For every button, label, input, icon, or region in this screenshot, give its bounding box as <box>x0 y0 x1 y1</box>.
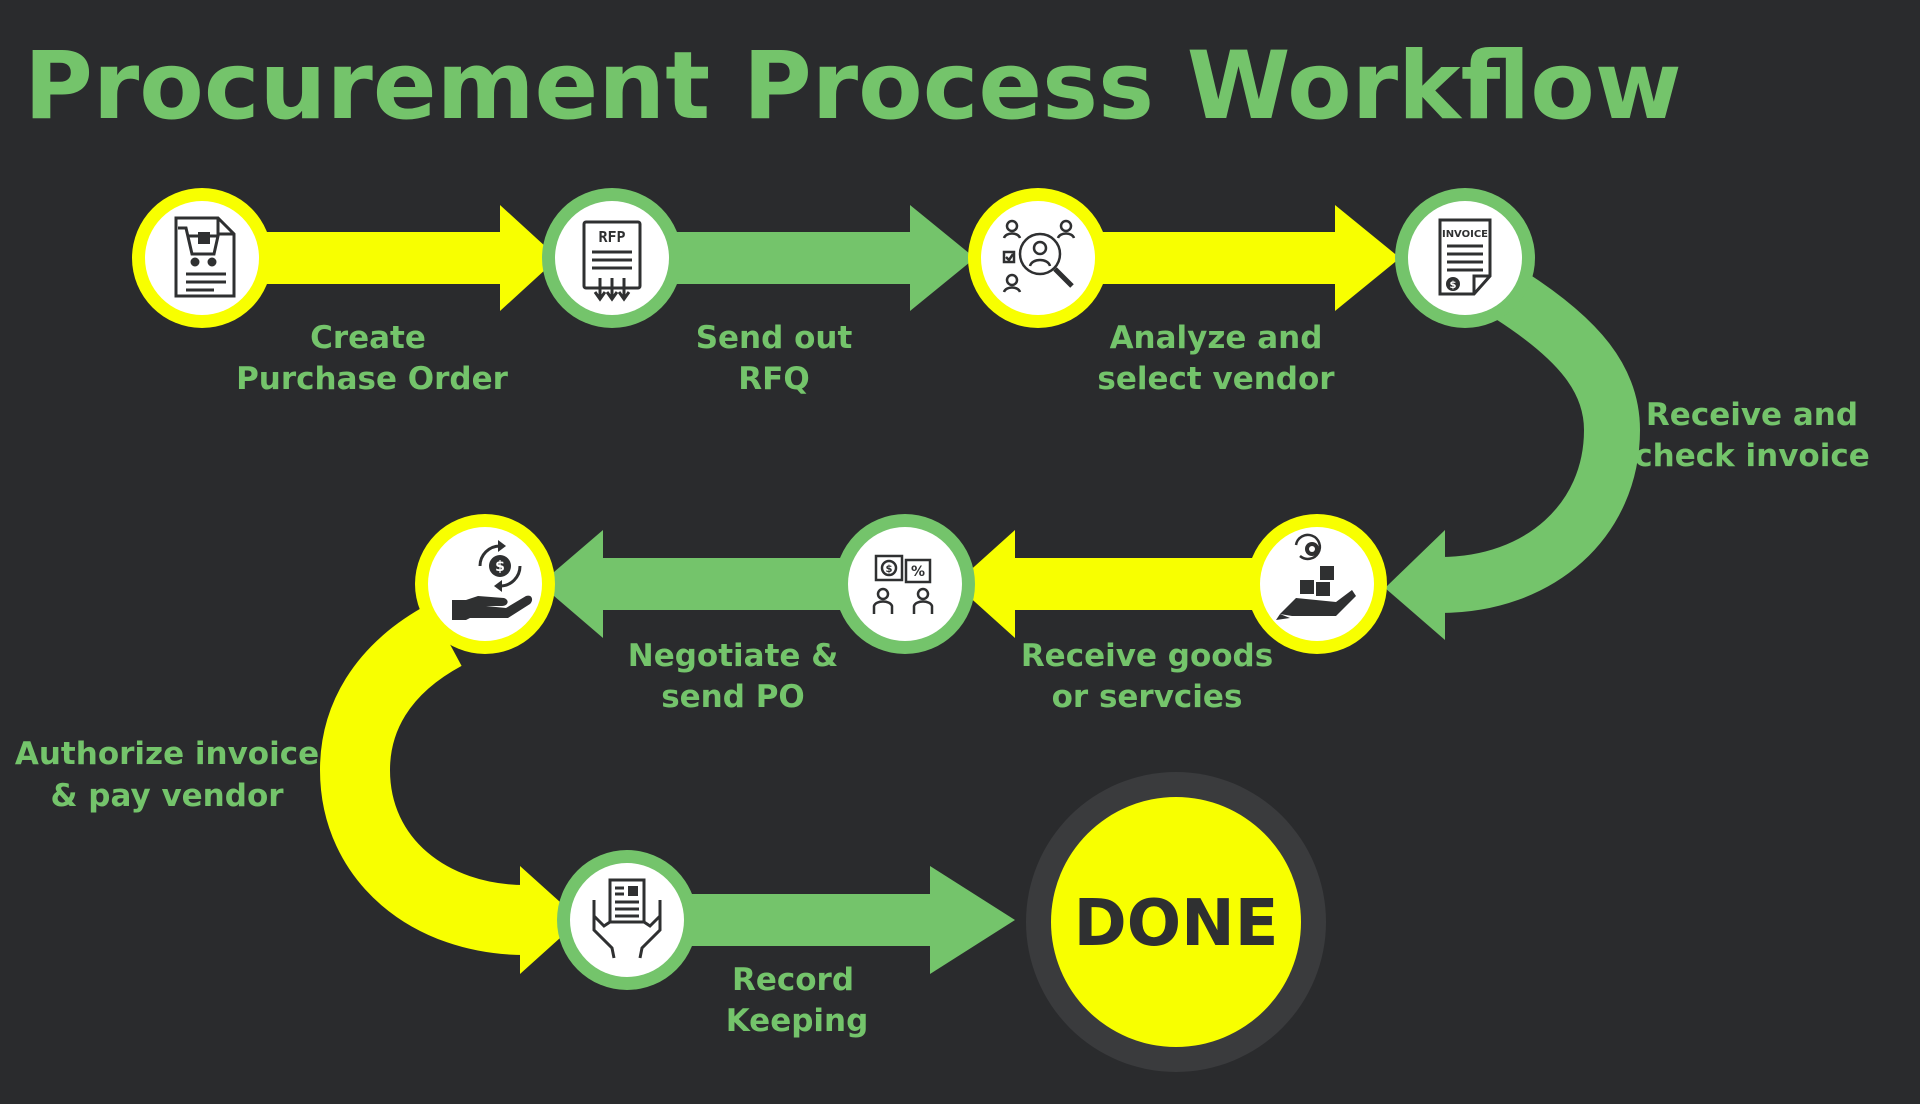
invoice-icon-text: INVOICE <box>1442 229 1488 240</box>
step-label-line2: Purchase Order <box>236 361 509 397</box>
goods-delivery-icon <box>1276 533 1356 620</box>
step-receive-check-invoice: INVOICE $ Receive and check invoice <box>1395 188 1870 474</box>
dollar-glyph: $ <box>1450 280 1457 291</box>
record-keeping-icon <box>592 878 662 959</box>
step-label-line1: Create <box>310 320 426 356</box>
done-label: DONE <box>1074 887 1279 961</box>
done-node: DONE <box>1026 772 1326 1072</box>
step-create-purchase-order: Create Purchase Order <box>132 188 509 397</box>
step-label-line1: Analyze and <box>1110 320 1323 356</box>
step-label-line2: check invoice <box>1634 438 1869 474</box>
connector-invoice-to-goods <box>1385 271 1641 640</box>
connector-create-to-rfq <box>255 205 558 311</box>
vendor-search-icon <box>1002 219 1076 293</box>
step-label-line1: Receive goods <box>1021 638 1273 674</box>
node-face <box>570 863 684 977</box>
step-label-line2: & pay vendor <box>50 778 284 814</box>
step-analyze-select-vendor: Analyze and select vendor <box>968 188 1335 397</box>
step-label-line1: Record <box>732 962 854 998</box>
node-face <box>428 527 542 641</box>
connector-rfq-to-analyze <box>665 205 975 311</box>
connector-analyze-to-invoice <box>1090 205 1400 311</box>
step-label-line2: select vendor <box>1097 361 1335 397</box>
dollar-glyph: $ <box>886 564 893 575</box>
connector-negotiate-to-pay <box>540 530 865 638</box>
negotiation-icon: $ % <box>872 554 934 614</box>
step-label-line1: Receive and <box>1646 397 1858 433</box>
step-send-out-rfq: RFP Send out RFQ <box>542 188 852 397</box>
done-face <box>1051 797 1301 1047</box>
step-label-line2: or servcies <box>1052 679 1243 715</box>
step-label-line2: Keeping <box>726 1003 869 1039</box>
rfp-icon-text: RFP <box>598 228 625 246</box>
node-face <box>981 201 1095 315</box>
payment-icon: $ <box>452 540 533 620</box>
rfp-document-icon: RFP <box>582 220 642 302</box>
purchase-order-icon <box>174 216 236 298</box>
percent-glyph: % <box>911 564 925 580</box>
step-label-line1: Negotiate & <box>628 638 839 674</box>
step-label-line2: RFQ <box>738 361 809 397</box>
step-label-line2: send PO <box>661 679 805 715</box>
dollar-glyph: $ <box>495 559 505 575</box>
connector-pay-to-record <box>319 604 580 974</box>
connector-goods-to-negotiate <box>955 530 1280 638</box>
page-title: Procurement Process Workflow <box>24 32 1682 141</box>
step-label-line1: Send out <box>696 320 853 356</box>
node-face <box>848 527 962 641</box>
step-authorize-pay-vendor: $ Authorize invoice & pay vendor <box>15 514 555 814</box>
invoice-icon: INVOICE $ <box>1438 218 1492 296</box>
step-negotiate-send-po: $ % Negotiate & send PO <box>628 514 975 715</box>
step-record-keeping: Record Keeping <box>557 850 868 1039</box>
step-label-line1: Authorize invoice <box>15 736 319 772</box>
node-face <box>1408 201 1522 315</box>
step-receive-goods: Receive goods or servcies <box>1021 514 1387 715</box>
connector-record-to-done <box>680 866 1015 974</box>
